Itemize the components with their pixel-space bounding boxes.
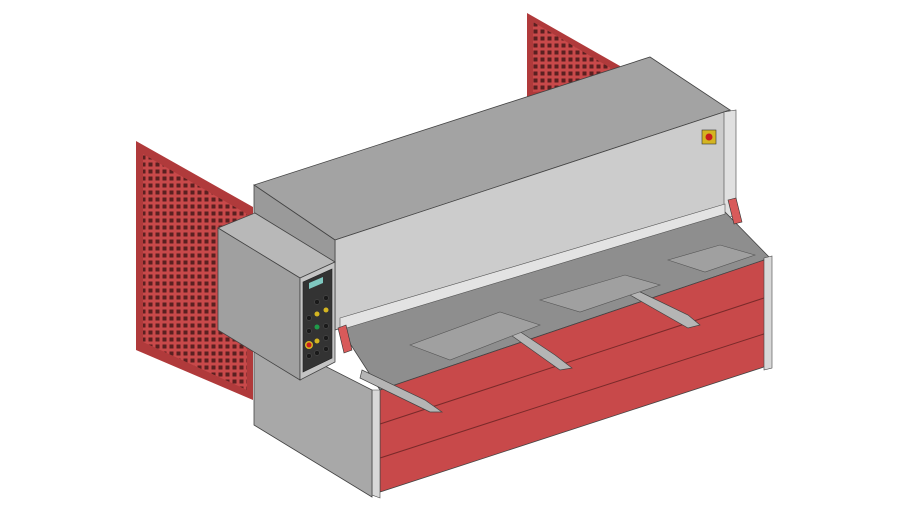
support-arms — [359, 244, 757, 413]
display-screen — [309, 277, 323, 289]
emergency-switch-icon — [705, 133, 713, 141]
control-buttons[interactable] — [306, 295, 329, 359]
control-panel — [302, 268, 333, 373]
control-button[interactable] — [323, 335, 329, 341]
green-lamp-icon — [314, 324, 320, 330]
emergency-switch-box — [701, 129, 717, 145]
yellow-lamp-icon — [314, 338, 320, 344]
side-cabinet — [217, 212, 373, 498]
emergency-stop-button[interactable] — [306, 342, 312, 348]
yellow-lamp-icon — [314, 311, 320, 317]
side-stops — [337, 197, 743, 354]
yellow-lamp-icon — [323, 307, 329, 313]
